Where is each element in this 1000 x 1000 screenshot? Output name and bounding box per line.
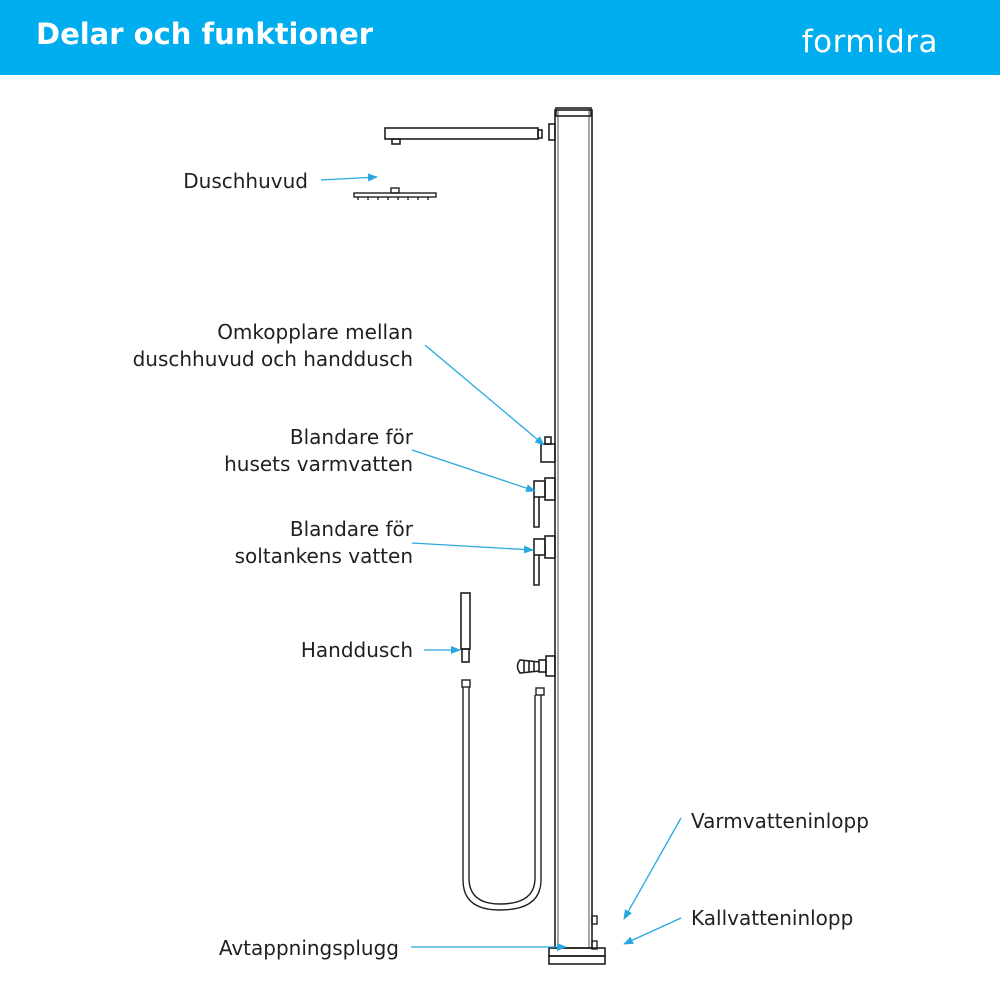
arrow-duschhuvud: [320, 173, 378, 182]
label-blandare-hus: Blandare för husets varmvatten: [224, 425, 413, 476]
header-bar: Delar och funktioner formidra: [0, 0, 1000, 75]
mixer-house-hot-water: [533, 477, 556, 528]
label-varmvatteninlopp: Varmvatteninlopp: [691, 809, 869, 833]
mixer-solar-tank-water: [533, 535, 556, 586]
arrow-blandare-sol: [411, 542, 534, 554]
arrow-varmvatten: [623, 817, 682, 920]
label-blandare-sol: Blandare för soltankens vatten: [234, 517, 413, 568]
shower-hose: [461, 679, 545, 911]
label-avtappningsplugg: Avtappningsplugg: [218, 936, 399, 960]
label-kallvatteninlopp: Kallvatteninlopp: [691, 906, 854, 930]
shower-arm: [384, 123, 556, 145]
hand-shower: [460, 592, 471, 663]
label-omkopplare: Omkopplare mellan duschhuvud och handdus…: [132, 320, 413, 371]
water-inlets: [591, 915, 598, 950]
arrow-omkopplare: [424, 344, 545, 446]
label-duschhuvud: Duschhuvud: [183, 169, 308, 193]
diverter-switch: [540, 436, 556, 463]
arrow-blandare-hus: [411, 449, 536, 492]
hand-shower-holder: [516, 655, 556, 677]
arrow-kallvatten: [623, 917, 682, 945]
label-handdusch: Handdusch: [300, 638, 413, 662]
callout-arrows: [320, 173, 682, 951]
brand-logo: formidra: [801, 24, 938, 60]
shower-column: [548, 107, 606, 965]
page-title: Delar och funktioner: [36, 17, 374, 51]
shower-head: [353, 187, 437, 200]
